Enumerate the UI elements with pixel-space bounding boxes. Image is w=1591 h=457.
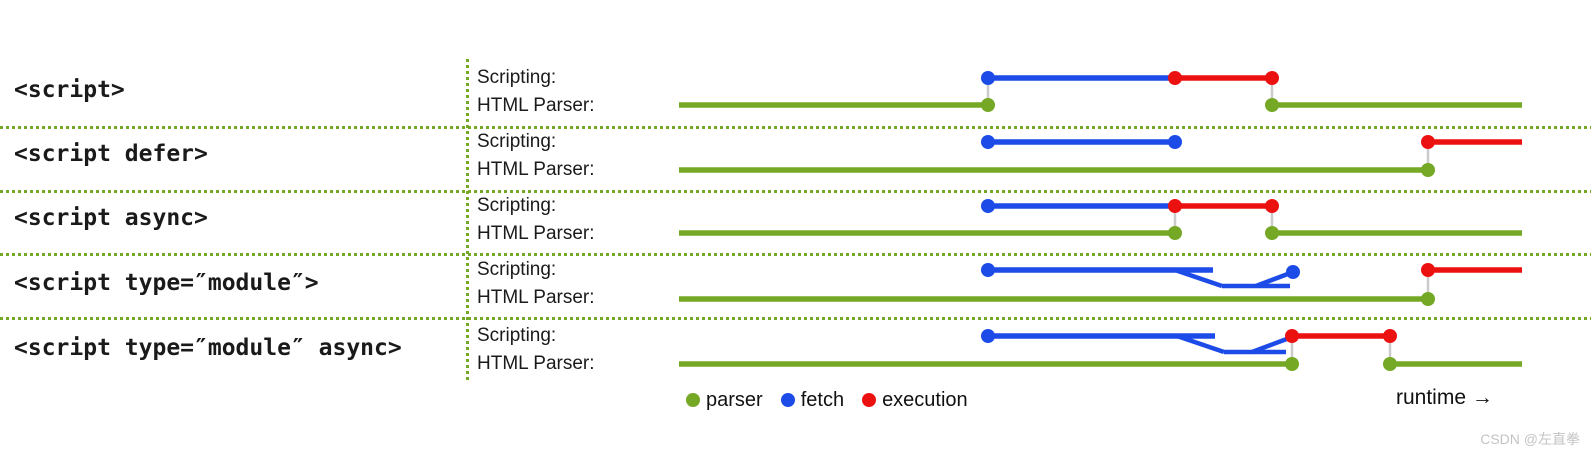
legend-item: fetch [780,388,845,412]
parser-dot [1421,163,1435,177]
lane-labels: Scripting: HTML Parser: [477,64,595,120]
lane-labels: Scripting: HTML Parser: [477,128,595,184]
row-separator-dotted-line [0,317,1591,320]
execution-dot [1265,199,1279,213]
scripting-lane-label: Scripting: [477,325,557,346]
parser-dot [1383,357,1397,371]
legend: parser fetch execution [686,386,968,414]
lane-labels: Scripting: HTML Parser: [477,256,595,312]
fetch-fork-line [1174,267,1223,289]
scripting-lane-label: Scripting: [477,131,557,152]
parser-dot [1265,98,1279,112]
html-parser-lane-label: HTML Parser: [477,353,595,374]
row-separator-dotted-line [0,126,1591,129]
html-parser-lane-label: HTML Parser: [477,223,595,244]
fetch-dot [981,329,995,343]
fetch-fork-line [1251,334,1293,355]
parser-dot [1285,357,1299,371]
execution-dot [1285,329,1299,343]
execution-dot [1265,71,1279,85]
runtime-axis-label: runtime → [1396,386,1493,409]
scripting-lane-label: Scripting: [477,195,557,216]
parser-dot [1168,226,1182,240]
fetch-dot [1168,135,1182,149]
lane-labels: Scripting: HTML Parser: [477,322,595,378]
script-tag-label: <script type=″module″> [14,269,319,296]
legend-label-execution: execution [882,388,968,411]
execution-dot [1421,135,1435,149]
script-tag-label: <script async> [14,204,208,231]
legend-label-fetch: fetch [800,388,845,411]
execution-legend-dot-icon [862,393,877,407]
column-divider-dotted-line [466,59,469,382]
script-tag-label: <script defer> [14,141,208,167]
row-separator-dotted-line [0,253,1591,256]
fetch-dot [1286,265,1300,279]
html-parser-lane-label: HTML Parser: [477,159,595,180]
legend-label-parser: parser [706,388,763,411]
fetch-dot [981,135,995,149]
parser-legend-dot-icon [686,393,700,407]
fetch-dot [981,71,995,85]
execution-dot [1168,199,1182,213]
execution-dot [1421,263,1435,277]
fetch-legend-dot-icon [780,393,795,407]
html-parser-lane-label: HTML Parser: [477,95,595,116]
parser-dot [981,98,995,112]
row-separator-dotted-line [0,190,1591,193]
script-tag-label: <script type=″module″ async> [14,335,402,361]
watermark: CSDN @左直拳 [1480,431,1580,447]
script-tag-label: <script> [14,76,125,103]
fetch-dot [981,199,995,213]
fetch-dot [981,263,995,277]
parser-dot [1265,226,1279,240]
execution-dot [1168,71,1182,85]
scripting-lane-label: Scripting: [477,259,557,280]
execution-dot [1383,329,1397,343]
lane-labels: Scripting: HTML Parser: [477,192,595,248]
fetch-fork-line [1255,269,1294,289]
parser-dot [1421,292,1435,306]
html-parser-lane-label: HTML Parser: [477,287,595,308]
fetch-fork-line [1176,333,1225,355]
legend-item: parser [686,389,763,412]
legend-item: execution [862,389,968,412]
scripting-lane-label: Scripting: [477,67,557,88]
